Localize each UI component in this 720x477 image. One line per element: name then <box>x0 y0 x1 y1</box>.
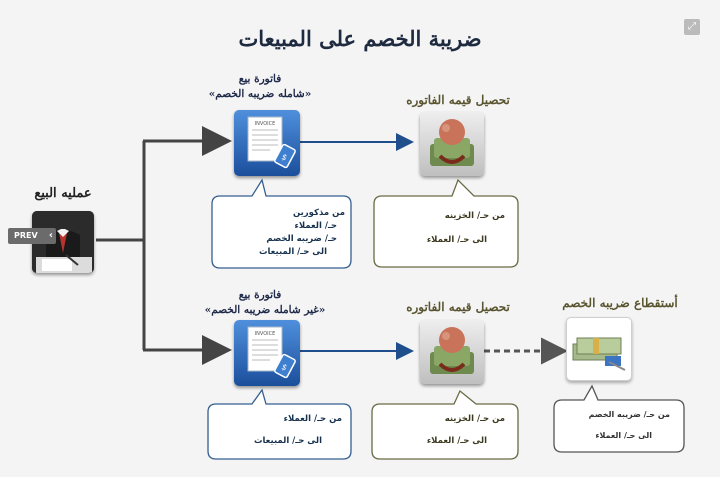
collect-top-label: تحصيل قيمه الفاتوره <box>406 93 510 107</box>
svg-text:INVOICE: INVOICE <box>255 121 276 127</box>
callout-invoice-bottom-text: من حـ/ العملاء الى حـ/ المبيعات <box>254 413 342 448</box>
money-clutch-icon <box>420 320 484 384</box>
sale-process-label: عمليه البيع <box>34 186 92 201</box>
journal-line <box>427 426 505 435</box>
invoice-top-label-1: فاتورة بيع <box>238 73 282 85</box>
callout-invoice-top-text: من مذكورين حـ/ العملاء حـ/ ضريبه الخصم ا… <box>259 207 345 259</box>
money-bundle-icon <box>566 317 632 381</box>
journal-line: حـ/ ضريبه الخصم <box>266 234 337 244</box>
prev-button[interactable]: PREV ‹ <box>8 228 56 244</box>
prev-label: PREV <box>14 231 38 240</box>
callout-deduction-text: من حـ/ ضريبه الخصم الى حـ/ العملاء <box>589 408 670 442</box>
journal-line: الى حـ/ العملاء <box>426 235 487 245</box>
invoice-icon: INVOICE $ <box>234 320 300 386</box>
journal-line <box>589 421 670 429</box>
branch-connector <box>96 126 232 365</box>
journal-line: من حـ/ العملاء <box>283 414 342 424</box>
svg-text:$: $ <box>280 152 289 162</box>
journal-line: الى حـ/ العملاء <box>595 431 652 440</box>
callout-deduction <box>553 384 685 453</box>
invoice-bottom-label-2: «غير شامله ضريبه الخصم» <box>204 304 326 316</box>
callout-collect-bottom <box>371 389 519 460</box>
chevron-left-icon: ‹ <box>48 230 53 241</box>
slide-title: ضريبة الخصم على المبيعات <box>238 26 482 51</box>
journal-line: حـ/ العملاء <box>294 221 338 231</box>
svg-text:$: $ <box>280 362 289 372</box>
expand-icon[interactable]: ⤢ <box>684 19 700 35</box>
journal-line: الى حـ/ العملاء <box>426 436 487 446</box>
callout-invoice-top <box>211 178 352 269</box>
journal-line: من حـ/ الخزينه <box>444 211 505 221</box>
invoice-icon: INVOICE $ <box>234 110 300 176</box>
journal-line: الى حـ/ المبيعات <box>253 436 322 446</box>
journal-line: من مذكورين <box>292 208 345 218</box>
callout-collect-top-text: من حـ/ الخزينه الى حـ/ العملاء <box>427 210 505 247</box>
svg-text:INVOICE: INVOICE <box>255 331 276 337</box>
deduction-label: أستقطاع ضريبه الخصم <box>562 296 678 310</box>
businessman-signing-icon <box>32 211 94 273</box>
journal-line <box>254 426 342 435</box>
invoice-bottom-label-1: فاتورة بيع <box>238 289 282 301</box>
journal-line: من حـ/ ضريبه الخصم <box>588 410 670 419</box>
collect-bottom-label: تحصيل قيمه الفاتوره <box>406 300 510 314</box>
money-clutch-icon <box>420 112 484 176</box>
journal-line: الى حـ/ المبيعات <box>258 247 327 257</box>
callout-invoice-bottom <box>207 388 352 460</box>
callout-collect-bottom-text: من حـ/ الخزينه الى حـ/ العملاء <box>427 413 505 448</box>
callout-collect-top <box>373 178 519 268</box>
invoice-top-label-2: «شامله ضريبه الخصم» <box>208 88 312 100</box>
journal-line <box>427 223 505 234</box>
journal-line: من حـ/ الخزينه <box>444 414 505 424</box>
